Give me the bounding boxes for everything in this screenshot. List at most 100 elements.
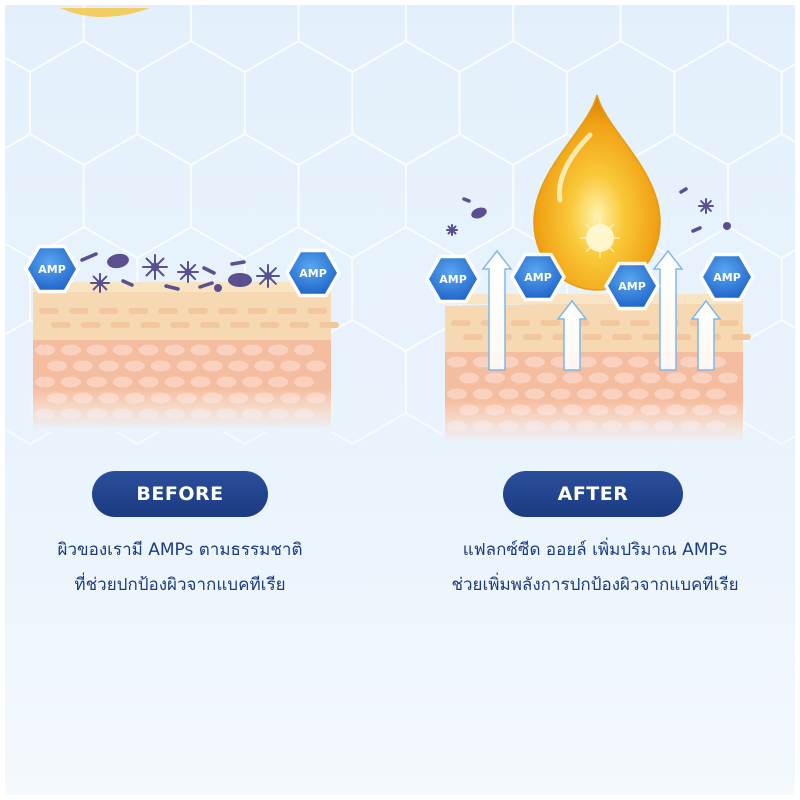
skin-strata — [463, 334, 483, 340]
skin-cell — [202, 360, 223, 372]
skin-cell — [242, 344, 263, 356]
skin-cell — [112, 344, 133, 356]
skin-cell — [562, 372, 583, 384]
hexagon-amp-icon: AMP — [604, 261, 660, 311]
skin-strata — [289, 322, 310, 328]
skin-cell — [524, 356, 545, 368]
skin-strata — [629, 320, 650, 326]
amp-label: AMP — [38, 263, 66, 276]
bacteria-icon — [230, 260, 246, 266]
skin-cell — [680, 388, 701, 400]
skin-cell — [242, 376, 263, 388]
after-arrow-group — [481, 249, 722, 371]
after-caption-line1: แฟลกซ์ซีด ออยล์ เพิ่มปริมาณ AMPs — [462, 540, 728, 560]
before-amp-group: AMP AMP — [24, 244, 341, 298]
bacteria-icon — [202, 266, 216, 275]
skin-cell — [498, 388, 519, 400]
skin-cell — [72, 360, 93, 372]
honeycomb-cell — [780, 60, 800, 146]
before-bacteria-group — [80, 252, 280, 293]
bacteria-icon — [698, 198, 714, 214]
before-label: BEFORE — [136, 483, 224, 505]
top-oil-drop-fragment — [60, 8, 150, 17]
after-label: AFTER — [557, 483, 629, 505]
skin-strata — [229, 322, 250, 328]
after-caption: แฟลกซ์ซีด ออยล์ เพิ่มปริมาณ AMPs ช่วยเพิ… — [395, 533, 795, 603]
skin-cell — [98, 360, 119, 372]
amp-label: AMP — [618, 280, 646, 293]
bacteria-icon — [164, 284, 180, 291]
skin-strata — [600, 320, 620, 326]
arrow-up-icon — [556, 299, 588, 371]
skin-strata — [731, 334, 751, 340]
arrow-up-icon — [652, 249, 684, 371]
skin-cell — [294, 344, 315, 356]
skin-strata — [612, 334, 632, 340]
skin-cell — [268, 344, 289, 356]
skin-strata — [641, 334, 662, 340]
bacteria-icon — [691, 226, 702, 233]
before-label-pill: BEFORE — [92, 471, 268, 517]
skin-cell — [306, 360, 327, 372]
bacteria-icon — [256, 264, 280, 288]
skin-cell — [510, 372, 531, 384]
bacteria-icon — [90, 273, 110, 293]
bacteria-icon — [723, 222, 731, 230]
skin-strata — [247, 308, 268, 314]
skin-strata — [51, 322, 71, 328]
skin-strata — [128, 308, 149, 314]
skin-strata — [582, 334, 602, 340]
skin-cell — [484, 372, 505, 384]
skin-strata — [217, 308, 238, 314]
before-caption: ผิวของเรามี AMPs ตามธรรมชาติ ที่ช่วยปกป้… — [0, 533, 360, 603]
skin-cell — [628, 356, 649, 368]
skin-strata — [39, 308, 59, 314]
skin-strata — [277, 308, 298, 314]
skin-cell — [86, 376, 107, 388]
skin-cell — [447, 388, 467, 400]
skin-strata — [307, 308, 327, 314]
skin-cell — [254, 360, 275, 372]
bacteria-icon — [107, 253, 129, 269]
skin-cell — [654, 388, 675, 400]
skin-cell — [190, 376, 211, 388]
skin-cell — [602, 388, 623, 400]
after-skin-section — [443, 294, 751, 444]
oil-drop-icon — [533, 92, 661, 291]
skin-cell — [718, 372, 739, 384]
skin-strata — [451, 320, 471, 326]
skin-cell — [268, 376, 289, 388]
skin-strata — [98, 308, 119, 314]
skin-cell — [472, 388, 493, 400]
bacteria-icon — [198, 281, 214, 289]
bacteria-icon — [214, 284, 222, 292]
skin-cell — [536, 372, 557, 384]
skin-fade — [31, 388, 333, 432]
hexagon-amp-icon: AMP — [425, 254, 481, 304]
before-skin-section — [31, 282, 339, 432]
hexagon-amp-icon: AMP — [699, 252, 755, 302]
skin-strata — [158, 308, 178, 314]
skin-cell — [60, 376, 81, 388]
skin-cell — [602, 356, 623, 368]
skin-surface — [33, 282, 331, 292]
skin-strata — [510, 320, 531, 326]
bacteria-icon — [446, 224, 458, 236]
skin-cell — [86, 344, 107, 356]
arrow-up-icon — [481, 249, 513, 371]
skin-cell — [614, 372, 635, 384]
skin-cell — [640, 372, 661, 384]
after-label-pill: AFTER — [503, 471, 683, 517]
amp-label: AMP — [299, 267, 327, 280]
skin-cell — [164, 344, 185, 356]
skin-cell — [47, 360, 67, 372]
skin-cell — [164, 376, 185, 388]
skin-cell — [294, 376, 315, 388]
skin-strata — [68, 308, 89, 314]
skin-cell — [190, 344, 211, 356]
bacteria-icon — [177, 261, 199, 283]
skin-cell — [680, 356, 701, 368]
bacteria-icon — [121, 279, 134, 287]
skin-cell — [112, 376, 133, 388]
skin-cell — [35, 376, 55, 388]
